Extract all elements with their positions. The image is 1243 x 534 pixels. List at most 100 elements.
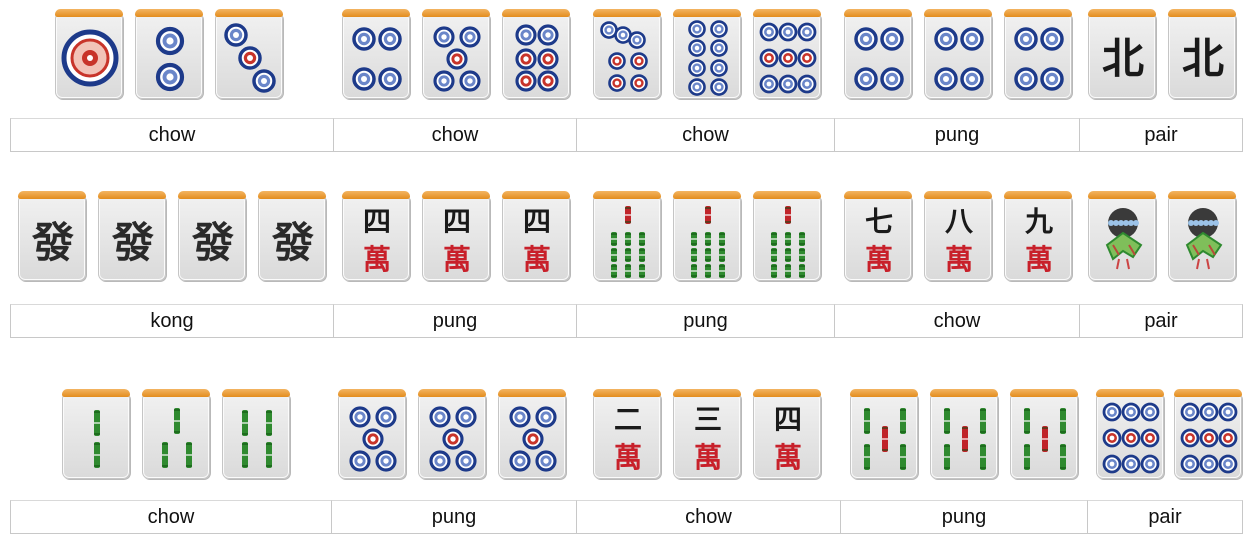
tile-bamboo-4[interactable]: [222, 392, 290, 479]
meld-label-row: chow pung chow pung pair: [10, 500, 1243, 534]
meld-label: pair: [1080, 118, 1243, 152]
svg-text:四: 四: [523, 205, 551, 238]
svg-text:發: 發: [271, 218, 314, 267]
tile-bamboo-5[interactable]: [850, 392, 918, 479]
svg-text:萬: 萬: [443, 243, 471, 276]
tile-bamboo-5[interactable]: [930, 392, 998, 479]
tile-circle-5[interactable]: [498, 392, 566, 479]
meld-label: chow: [10, 500, 332, 534]
dragon-green-face: 發: [259, 199, 327, 281]
tile-dragon-green[interactable]: 發: [258, 194, 326, 281]
tile-wind-north[interactable]: 北: [1168, 12, 1236, 99]
tile-circle-7[interactable]: [593, 12, 661, 99]
tile-bamboo-2[interactable]: [62, 392, 130, 479]
tile-character-9[interactable]: 九萬: [1004, 194, 1072, 281]
svg-text:四: 四: [363, 205, 391, 238]
tile-character-8[interactable]: 八萬: [924, 194, 992, 281]
circle-3-face: [216, 17, 284, 99]
tile-circle-9[interactable]: [1174, 392, 1242, 479]
meld-label-row: chow chow chow pung pair: [10, 118, 1243, 152]
svg-text:發: 發: [111, 218, 154, 267]
tile-bamboo-9[interactable]: [673, 194, 741, 281]
tile-character-4[interactable]: 四萬: [342, 194, 410, 281]
circle-4-face: [1005, 17, 1073, 99]
character-7-face: 七萬: [845, 199, 913, 281]
svg-text:萬: 萬: [1025, 243, 1053, 276]
tile-circle-9[interactable]: [1096, 392, 1164, 479]
meld-label: pung: [577, 304, 835, 338]
tile-circle-6[interactable]: [502, 12, 570, 99]
tile-circle-3[interactable]: [215, 12, 283, 99]
tile-bamboo-9[interactable]: [593, 194, 661, 281]
circle-4-face: [925, 17, 993, 99]
svg-text:七: 七: [865, 205, 893, 238]
tile-circle-8[interactable]: [673, 12, 741, 99]
svg-text:萬: 萬: [774, 441, 802, 474]
dragon-green-face: 發: [99, 199, 167, 281]
svg-text:北: 北: [1102, 34, 1144, 83]
character-4-face: 四萬: [423, 199, 491, 281]
tile-circle-4[interactable]: [844, 12, 912, 99]
tile-circle-2[interactable]: [135, 12, 203, 99]
character-4-face: 四萬: [503, 199, 571, 281]
bamboo-5-face: [931, 397, 999, 479]
bamboo-5-face: [1011, 397, 1079, 479]
character-4-face: 四萬: [754, 397, 822, 479]
tile-circle-5[interactable]: [418, 392, 486, 479]
tile-character-4[interactable]: 四萬: [753, 392, 821, 479]
tiles-line: 發 發 發 發 四萬 四萬 四萬 七萬 八萬 九萬: [0, 194, 1243, 284]
tile-dragon-green[interactable]: 發: [18, 194, 86, 281]
dragon-green-face: 發: [179, 199, 247, 281]
bamboo-9-face: [594, 199, 662, 281]
tile-circle-9[interactable]: [753, 12, 821, 99]
svg-text:八: 八: [945, 205, 974, 238]
circle-8-face: [674, 17, 742, 99]
tile-bamboo-5[interactable]: [1010, 392, 1078, 479]
circle-9-face: [754, 17, 822, 99]
circle-1-face: [56, 17, 124, 99]
tile-bamboo-1[interactable]: [1088, 194, 1156, 281]
meld-label: pair: [1080, 304, 1243, 338]
svg-text:發: 發: [31, 218, 74, 267]
tile-dragon-green[interactable]: 發: [98, 194, 166, 281]
character-4-face: 四萬: [343, 199, 411, 281]
tile-character-7[interactable]: 七萬: [844, 194, 912, 281]
tile-circle-1[interactable]: [55, 12, 123, 99]
tile-wind-north[interactable]: 北: [1088, 12, 1156, 99]
tile-character-4[interactable]: 四萬: [422, 194, 490, 281]
tile-bamboo-9[interactable]: [753, 194, 821, 281]
meld-label: pair: [1088, 500, 1243, 534]
tile-bamboo-3[interactable]: [142, 392, 210, 479]
svg-text:萬: 萬: [694, 441, 722, 474]
tile-circle-4[interactable]: [1004, 12, 1072, 99]
tile-dragon-green[interactable]: 發: [178, 194, 246, 281]
bamboo-9-face: [674, 199, 742, 281]
tile-character-3[interactable]: 三萬: [673, 392, 741, 479]
svg-text:萬: 萬: [363, 243, 391, 276]
tile-circle-4[interactable]: [342, 12, 410, 99]
meld-label: chow: [10, 118, 334, 152]
meld-label: pung: [332, 500, 577, 534]
svg-text:四: 四: [774, 403, 802, 436]
svg-text:萬: 萬: [865, 243, 893, 276]
svg-text:萬: 萬: [614, 441, 642, 474]
tile-character-4[interactable]: 四萬: [502, 194, 570, 281]
bamboo-1-face: [1169, 199, 1237, 281]
character-2-face: 二萬: [594, 397, 662, 479]
tile-bamboo-1[interactable]: [1168, 194, 1236, 281]
meld-label: pung: [841, 500, 1088, 534]
tiles-line: 北 北: [0, 12, 1243, 102]
dragon-green-face: 發: [19, 199, 87, 281]
tile-character-2[interactable]: 二萬: [593, 392, 661, 479]
tile-circle-4[interactable]: [924, 12, 992, 99]
circle-5-face: [419, 397, 487, 479]
circle-4-face: [845, 17, 913, 99]
bamboo-3-face: [143, 397, 211, 479]
meld-label: chow: [577, 118, 835, 152]
circle-5-face: [339, 397, 407, 479]
tile-circle-5[interactable]: [338, 392, 406, 479]
meld-label: chow: [577, 500, 841, 534]
meld-label-row: kong pung pung chow pair: [10, 304, 1243, 338]
circle-9-face: [1097, 397, 1165, 479]
tile-circle-5[interactable]: [422, 12, 490, 99]
